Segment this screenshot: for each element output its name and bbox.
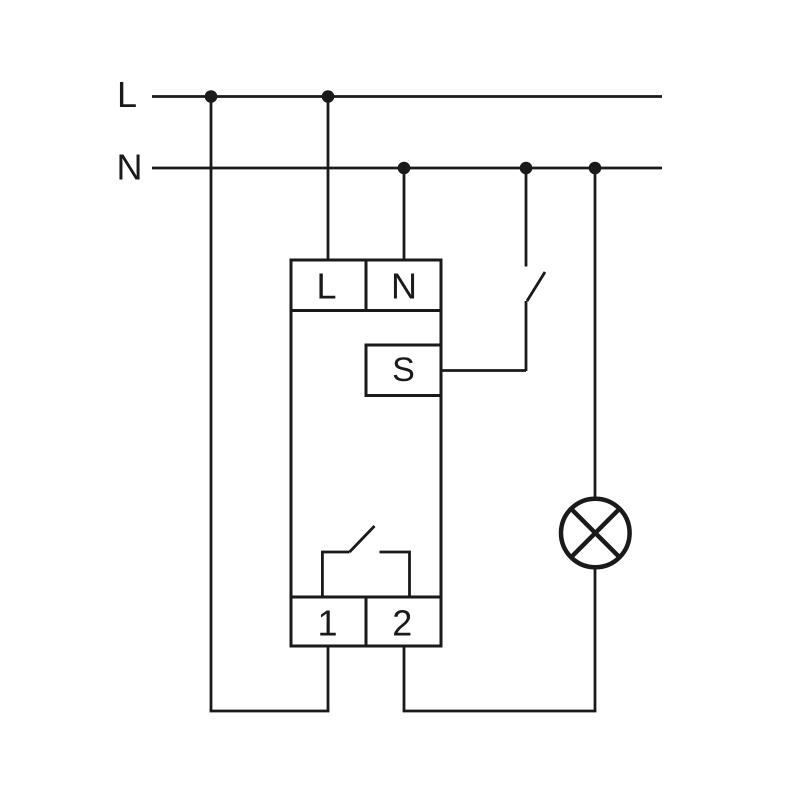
- svg-text:S: S: [392, 351, 415, 389]
- svg-text:L: L: [316, 266, 336, 307]
- svg-text:1: 1: [317, 603, 337, 644]
- svg-text:2: 2: [392, 603, 412, 644]
- svg-text:N: N: [117, 147, 143, 188]
- svg-text:N: N: [391, 266, 417, 307]
- svg-text:L: L: [117, 74, 137, 115]
